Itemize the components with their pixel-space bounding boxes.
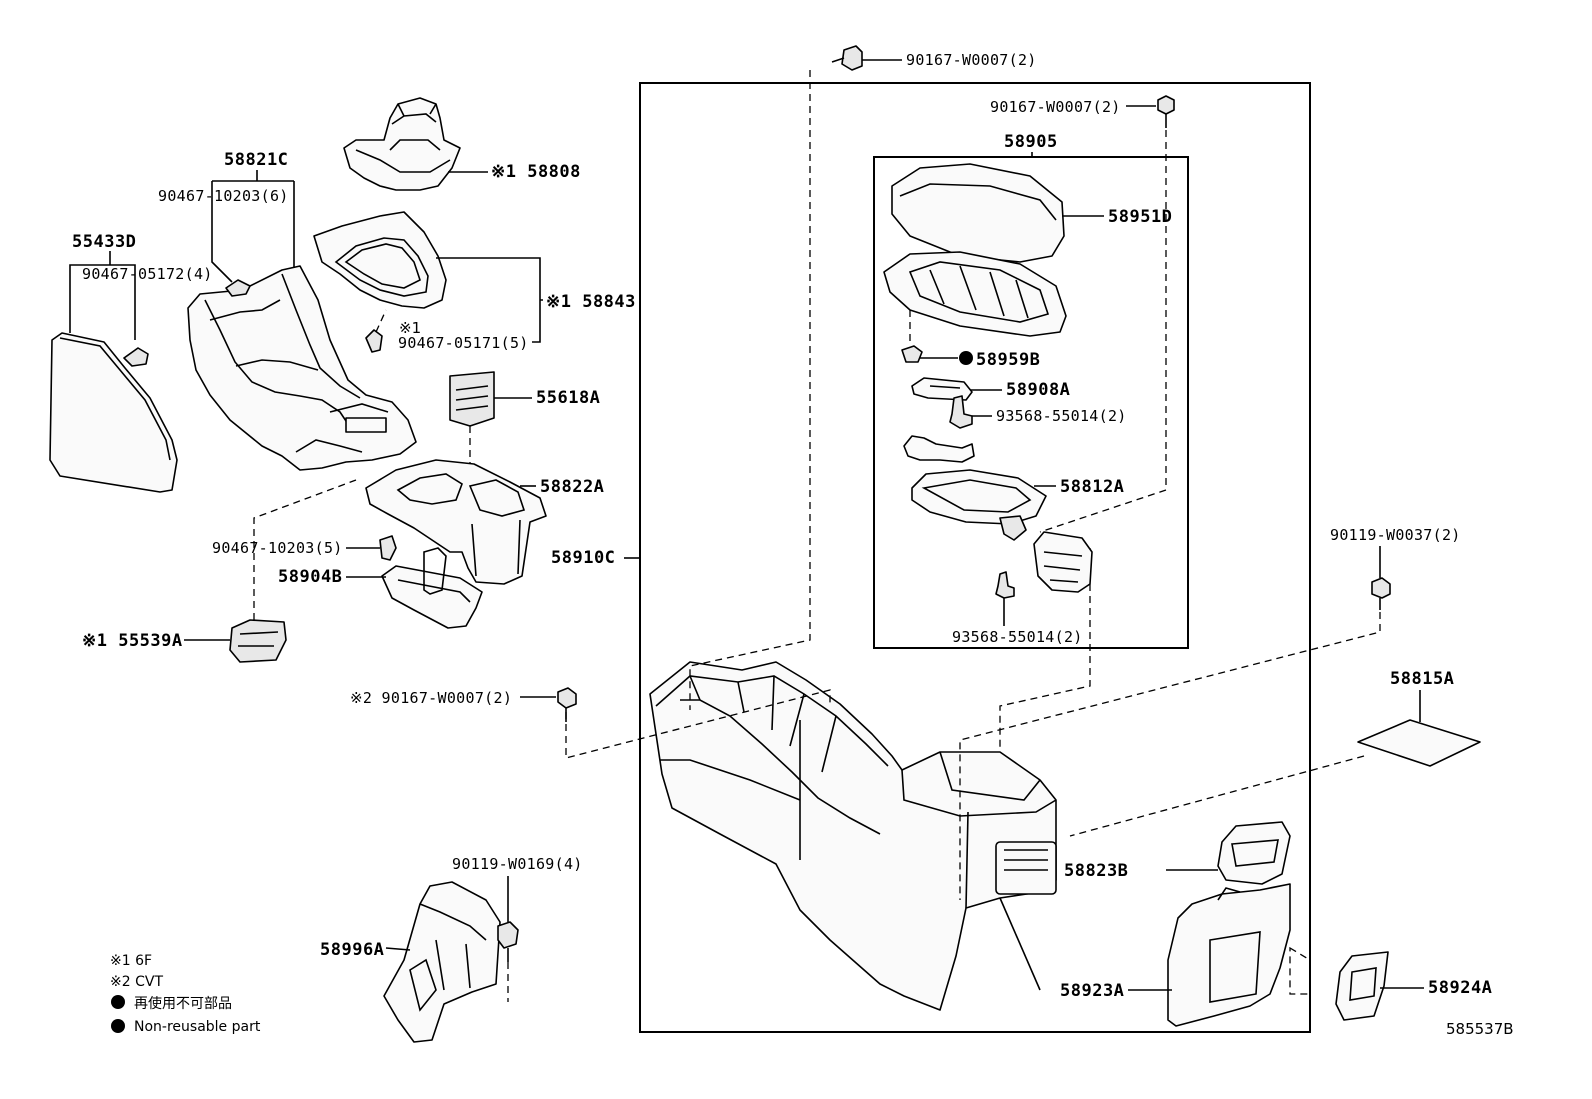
dashed-clip-58843 (375, 309, 387, 333)
bolt-90167-top (831, 45, 863, 71)
hinge-58908A (911, 377, 973, 401)
bolt-90167-right (1157, 95, 1175, 128)
clip-90467-10203-lower (379, 535, 397, 561)
label-55433D: 55433D (72, 232, 136, 252)
bolt-90119-W0169 (497, 921, 519, 962)
pad-55618A (449, 371, 495, 427)
storage-tray-58812A (911, 469, 1047, 541)
label-93568-lower: 93568-55014(2) (952, 628, 1083, 646)
shift-boot-58808 (343, 97, 461, 191)
cup-holder-58822A (365, 459, 547, 585)
legend-nonreusable-en: Non-reusable part (134, 1019, 261, 1035)
lid-inner-frame (883, 251, 1067, 337)
leader-58996A (385, 947, 411, 951)
diagram-reference-number: 585537B (1446, 1020, 1514, 1038)
label-58843: ※1 58843 (546, 292, 636, 312)
cover-58823B (1217, 821, 1291, 885)
label-90467-05171: 90467-05171(5) (398, 334, 529, 352)
dashed-main-g (1289, 946, 1311, 995)
nonreusable-mark-58959B (959, 351, 973, 365)
label-58924A: 58924A (1428, 978, 1492, 998)
label-90119-W0169: 90119-W0169(4) (452, 855, 583, 873)
legend-note1: ※1 6F (110, 953, 152, 969)
label-55539A: ※1 55539A (82, 631, 183, 651)
tray-58904B (381, 547, 483, 629)
console-side-panel-55433D (49, 332, 178, 493)
dashed-main-f (1069, 755, 1365, 837)
bezel-58924A (1335, 951, 1389, 1021)
label-58822A: 58822A (540, 477, 604, 497)
leader-58821C (211, 170, 295, 268)
label-58821C: 58821C (224, 150, 288, 170)
dashed-main-b (565, 689, 831, 759)
switch-55539A (229, 619, 287, 663)
label-58815A: 58815A (1390, 669, 1454, 689)
leader-55433D (69, 251, 136, 340)
label-58910C: 58910C (551, 548, 615, 568)
dashed-main-a (689, 70, 811, 710)
rear-panel-58923A (1167, 883, 1291, 1027)
clip-90467-10203-upper (225, 279, 251, 297)
label-90467-10203-6: 90467-10203(6) (158, 187, 289, 205)
clip-90467-05172 (123, 347, 149, 367)
label-58905: 58905 (1004, 132, 1058, 152)
bracket-58996A (383, 881, 501, 1043)
upper-console-panel-58821C (187, 265, 417, 471)
label-58904B: 58904B (278, 567, 342, 587)
label-90167-left: ※2 90167-W0007(2) (350, 689, 512, 707)
bolt-90167-left (557, 687, 577, 722)
label-90467-10203-5: 90467-10203(5) (212, 539, 343, 557)
dashed-main-e (959, 612, 1381, 900)
console-body-58910C (649, 661, 1057, 1011)
console-box-subassembly-frame (873, 156, 1189, 649)
latch-piece (903, 435, 975, 463)
label-90167-right: 90167-W0007(2) (990, 98, 1121, 116)
screw-93568-upper (949, 395, 973, 429)
armrest-lid-58951D (891, 163, 1065, 263)
shift-bezel-58843 (313, 211, 447, 309)
label-58996A: 58996A (320, 940, 384, 960)
label-58823B: 58823B (1064, 861, 1128, 881)
dashed-main-d (999, 548, 1091, 750)
bolt-90119-W0037 (1371, 577, 1391, 610)
clip-90467-05171 (365, 329, 383, 353)
legend-note2: ※2 CVT (110, 974, 163, 990)
label-90119-W0037: 90119-W0037(2) (1330, 526, 1461, 544)
label-58951D: 58951D (1108, 207, 1172, 227)
label-90467-05171-note: ※1 (399, 319, 421, 337)
leader-58843 (436, 257, 543, 343)
dashed-55539A (253, 479, 357, 620)
label-93568-upper: 93568-55014(2) (996, 407, 1127, 425)
legend-dot-jp (111, 995, 125, 1009)
screw-93568-lower (995, 571, 1015, 599)
latch-assembly (1033, 531, 1093, 593)
legend-dot-en (111, 1019, 125, 1033)
leader-90467-10203-6 (211, 208, 233, 283)
legend-nonreusable-jp: 再使用不可部品 (134, 995, 232, 1012)
label-58959B: 58959B (976, 350, 1040, 370)
clip-58959B (901, 345, 923, 363)
label-58908A: 58908A (1006, 380, 1070, 400)
legend: ※1 6F ※2 CVT 再使用不可部品 Non-reusable part (110, 953, 261, 1035)
label-58812A: 58812A (1060, 477, 1124, 497)
label-55618A: 55618A (536, 388, 600, 408)
label-58808: ※1 58808 (491, 162, 581, 182)
dashed-main-c (1039, 130, 1167, 533)
label-58923A: 58923A (1060, 981, 1124, 1001)
label-90167-top: 90167-W0007(2) (906, 51, 1037, 69)
mat-58815A (1357, 719, 1481, 767)
label-90467-05172: 90467-05172(4) (82, 265, 213, 283)
